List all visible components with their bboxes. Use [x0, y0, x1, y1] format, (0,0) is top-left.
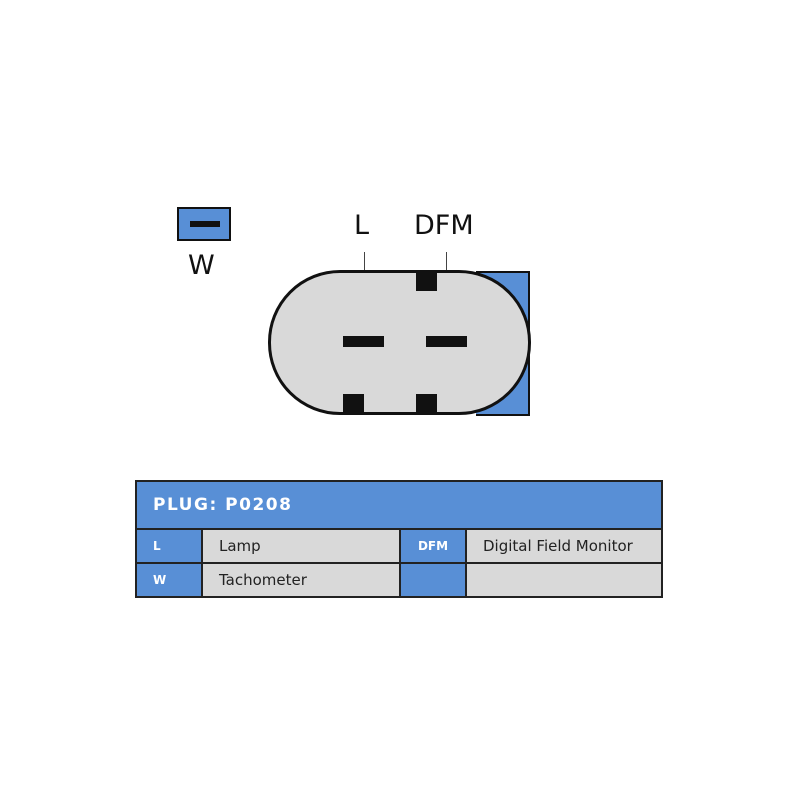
pin-code — [401, 564, 467, 596]
plug-title: PLUG: P0208 — [137, 482, 661, 530]
connector-plug-body — [268, 270, 531, 415]
pin-function: Lamp — [203, 530, 401, 562]
plug-pinout-table: PLUG: P0208 L Lamp DFM Digital Field Mon… — [135, 480, 663, 598]
key-tab-bottom-left — [343, 394, 364, 414]
pin-label-l: L — [354, 210, 370, 241]
key-tab-top — [416, 271, 437, 291]
table-row: W Tachometer — [137, 562, 661, 596]
key-tab-bottom-right — [416, 394, 437, 414]
w-terminal-label: W — [188, 250, 215, 281]
pin-function: Digital Field Monitor — [467, 530, 661, 562]
pin-label-dfm: DFM — [414, 210, 474, 241]
w-terminal-blade — [190, 221, 220, 227]
pin-l-blade — [343, 336, 384, 347]
w-terminal-icon — [177, 207, 231, 241]
pin-code: L — [137, 530, 203, 562]
pin-code: W — [137, 564, 203, 596]
pin-dfm-blade — [426, 336, 467, 347]
pin-function: Tachometer — [203, 564, 401, 596]
pin-code: DFM — [401, 530, 467, 562]
pin-function — [467, 564, 661, 596]
table-row: L Lamp DFM Digital Field Monitor — [137, 530, 661, 562]
